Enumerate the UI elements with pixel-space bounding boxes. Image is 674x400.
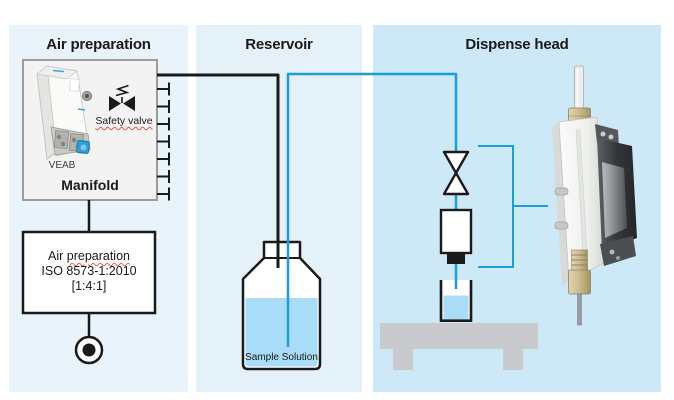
- safety-valve-icon: [109, 84, 135, 111]
- bottle-liquid: [245, 298, 318, 367]
- panel-title-reservoir: Reservoir: [245, 36, 313, 53]
- air-supply-symbol: [74, 313, 104, 365]
- liquid-tube-line: [286, 72, 458, 347]
- iso-air-preparation-box: [21, 230, 157, 315]
- iso-box-text: Air preparation ISO 8573-1:2010 [1:4:1]: [24, 249, 154, 294]
- beaker-liquid: [443, 295, 469, 319]
- panel-title-air-preparation: Air preparation: [46, 36, 151, 53]
- iso-box-line3: [1:4:1]: [71, 279, 107, 293]
- bottom-thread: [571, 249, 588, 273]
- air-tube-line: [157, 73, 280, 268]
- veab-label: VEAB: [48, 160, 76, 171]
- dispense-valve-symbol: [439, 208, 473, 264]
- panel-title-dispense-head: Dispense head: [465, 36, 569, 53]
- iso-box-line2: ISO 8573-1:2010: [41, 264, 137, 278]
- manifold-ports: [157, 82, 170, 201]
- veab-valve-image: [36, 65, 92, 160]
- safety-valve-label: Safety valve: [95, 115, 153, 127]
- dispense-needle: [577, 293, 582, 326]
- pinch-valve-symbol: [442, 150, 470, 196]
- sample-bottle: [241, 240, 322, 371]
- sample-solution-label: Sample Solution: [245, 352, 318, 363]
- iso-box-line1: Air preparation: [48, 249, 130, 263]
- dispense-head-photo: [552, 65, 637, 326]
- table: [380, 323, 538, 370]
- connection-bracket: [478, 145, 548, 268]
- nozzle: [447, 253, 465, 264]
- manifold-label: Manifold: [61, 177, 119, 193]
